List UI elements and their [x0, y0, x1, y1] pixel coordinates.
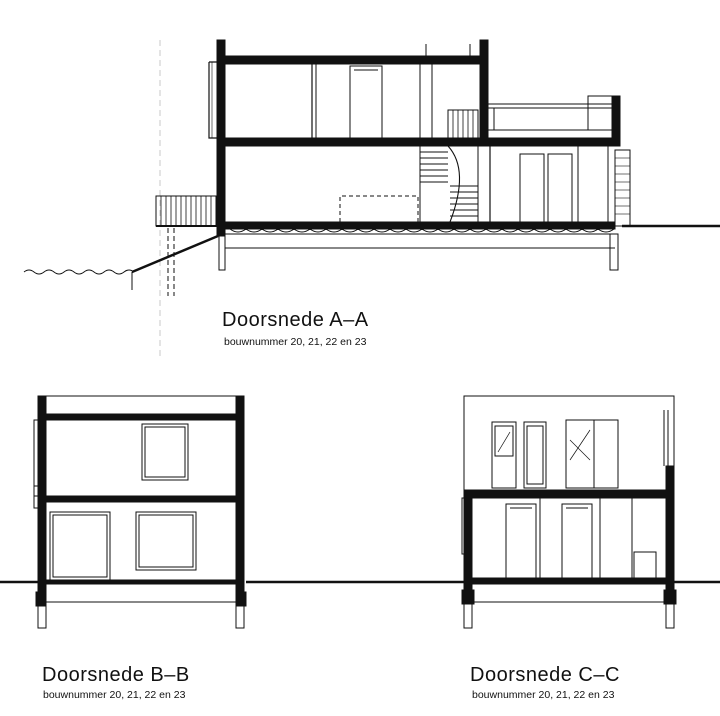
- section-c-c-subtitle: bouwnummer 20, 21, 22 en 23: [472, 689, 615, 701]
- section-b-b-title: Doorsnede B–B: [42, 664, 190, 686]
- section-a-a-subtitle: bouwnummer 20, 21, 22 en 23: [224, 336, 367, 348]
- section-c-c-drawing: [461, 395, 677, 629]
- section-b-b-drawing: [0, 395, 720, 629]
- section-c-c-title: Doorsnede C–C: [470, 664, 620, 686]
- section-b-b-subtitle: bouwnummer 20, 21, 22 en 23: [43, 689, 186, 701]
- section-a-a-drawing: [23, 39, 720, 360]
- section-a-a-title: Doorsnede A–A: [222, 309, 369, 331]
